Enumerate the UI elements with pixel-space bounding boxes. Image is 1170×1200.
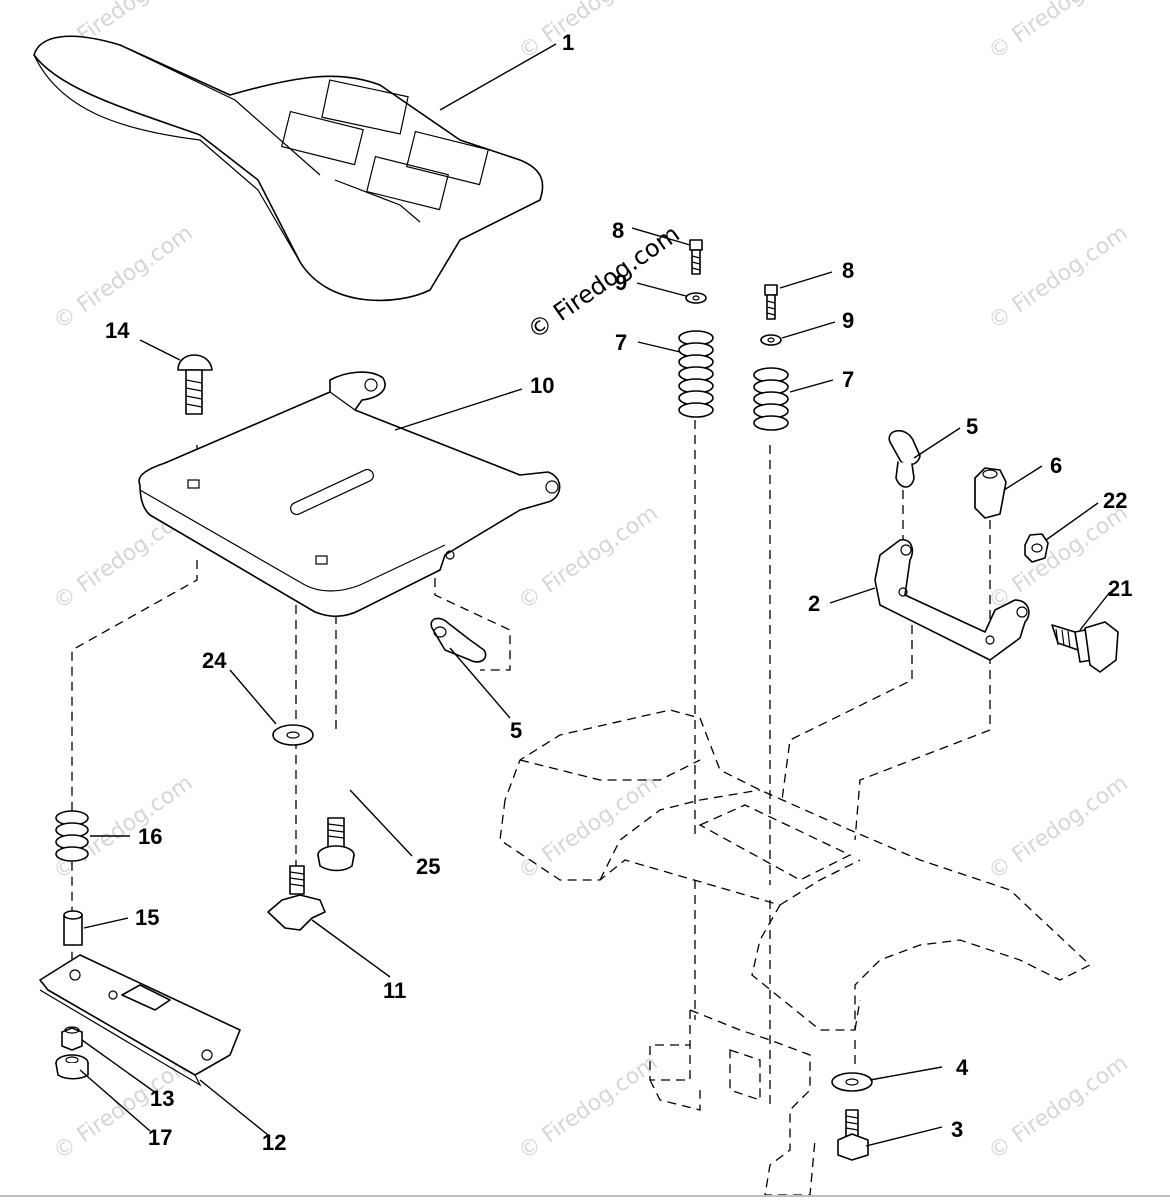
callout-1: 1 [562,30,574,55]
shoulder-bolt [1051,621,1119,673]
callout-9: 9 [842,308,854,333]
callout-labels: 1 14 10 8 9 7 8 9 7 5 6 22 2 21 24 5 25 … [105,30,1132,1155]
leader-lines [79,43,1111,1147]
watermark: © Firedog.com [984,0,1132,65]
flange-nut [55,1054,89,1080]
seat [33,35,544,302]
watermark: © Firedog.com [984,221,1132,335]
callout-15: 15 [135,905,159,930]
watermark: © Firedog.com [984,1051,1132,1165]
callout-10: 10 [530,373,554,398]
lock-nut [1024,533,1049,563]
flange-bolt [317,817,355,872]
adjustment-knob [267,865,326,931]
callout-8: 8 [612,218,624,243]
spring-stack-right [753,284,789,431]
callout-17: 17 [148,1125,172,1150]
callout-8: 8 [842,258,854,283]
watermark: © Firedog.com [514,1051,662,1165]
callout-22: 22 [1103,488,1127,513]
watermark: © Firedog.com [514,501,662,615]
spacer [63,910,83,946]
slide-plate [39,954,241,1087]
watermark-layer: © Firedog.com © Firedog.com © Firedog.co… [49,0,1132,1165]
callout-3: 3 [951,1117,963,1142]
pivot-bracket [874,539,1030,661]
flat-washer [272,724,314,746]
callout-14: 14 [105,318,130,343]
watermark: © Firedog.com [984,771,1132,885]
callout-5: 5 [966,414,978,439]
callout-7: 7 [615,330,627,355]
watermark: © Firedog.com [514,771,662,885]
callout-12: 12 [262,1130,286,1155]
hex-nut [974,467,1007,519]
assembly-lines [71,420,991,1110]
hex-bolt-small [61,1026,83,1051]
coil-spring [753,367,789,431]
seat-pan [138,371,561,618]
hex-bolt [837,1109,869,1161]
callout-21: 21 [1108,576,1132,601]
seat-switch-clip [430,617,487,663]
callout-11: 11 [383,978,406,1003]
callout-24: 24 [202,648,227,673]
callout-16: 16 [138,824,162,849]
carriage-bolt [177,354,213,415]
coil-spring [678,330,714,418]
callout-9: 9 [615,270,627,295]
spring-stack-left [678,239,714,418]
callout-2: 2 [808,591,820,616]
callout-6: 6 [1050,453,1062,478]
callout-4: 4 [956,1055,969,1080]
seat-switch-clip [888,430,921,488]
callout-13: 13 [150,1086,174,1111]
callout-5: 5 [510,718,522,743]
watermark-main: © Firedog.com [522,220,684,345]
compression-spring [55,810,89,862]
callout-7: 7 [842,367,854,392]
callout-25: 25 [416,854,440,879]
flat-washer [831,1072,873,1092]
